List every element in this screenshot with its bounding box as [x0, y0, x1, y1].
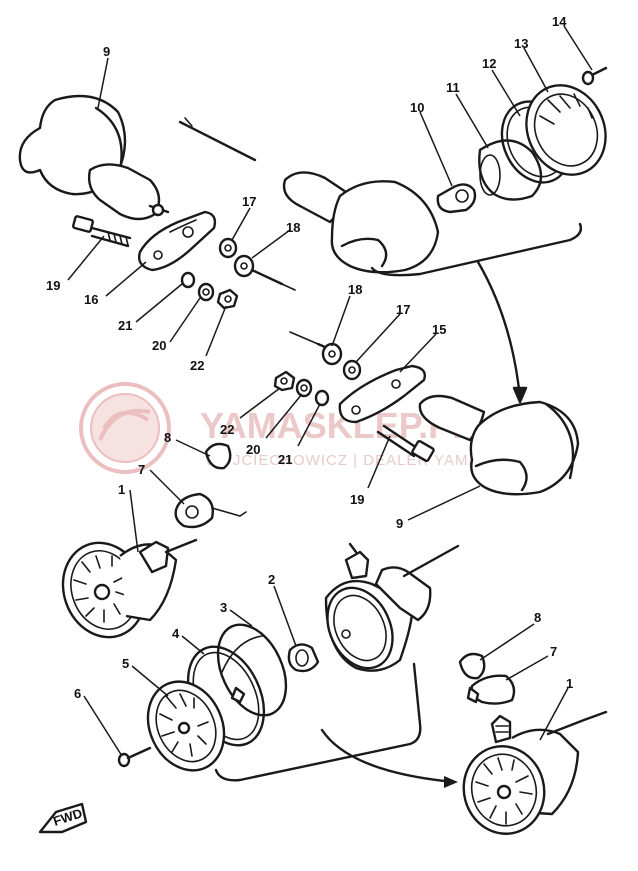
assembly-arrow-lower	[320, 728, 456, 784]
callout-19-upper: 19	[46, 278, 60, 293]
turn-signal-body-upper-right	[178, 117, 440, 274]
housing-lower-middle	[324, 542, 460, 672]
screw-14	[581, 66, 608, 86]
leader-lines	[67, 25, 593, 757]
bolt-19-middle	[376, 424, 435, 463]
callout-8-upper: 8	[164, 430, 171, 445]
callout-labels: 9 19 16 21 20 22 17 18 10 11 12 13 14 18…	[46, 14, 573, 701]
callout-12: 12	[482, 56, 496, 71]
stay-bracket-15	[338, 364, 426, 424]
assembly-bracket-upper	[370, 222, 583, 277]
arrowhead-upper	[512, 386, 528, 404]
washer-set-upper-left	[180, 271, 239, 310]
callout-20-middle: 20	[246, 442, 260, 457]
callout-9-upper-left: 9	[103, 44, 110, 59]
bulb-cap-8-upper	[204, 442, 232, 470]
callout-21-upper: 21	[118, 318, 132, 333]
callout-13: 13	[514, 36, 528, 51]
callout-18-upper: 18	[286, 220, 300, 235]
reflector-11	[478, 139, 543, 201]
washer-17-18-upper	[218, 237, 296, 291]
callout-6: 6	[74, 686, 81, 701]
turn-signal-body-upper-left	[18, 94, 170, 221]
callout-4: 4	[172, 626, 180, 641]
callout-17-upper: 17	[242, 194, 256, 209]
fwd-direction-marker: FWD	[38, 802, 88, 834]
callout-8-lower: 8	[534, 610, 541, 625]
callout-22-middle: 22	[220, 422, 234, 437]
callout-15: 15	[432, 322, 446, 337]
assembly-arrow-upper	[476, 260, 522, 400]
bolt-19-upper	[72, 215, 132, 248]
callout-2: 2	[268, 572, 275, 587]
reflector-3	[216, 623, 288, 717]
screw-6	[117, 746, 152, 768]
bulb-cap-8-lower	[458, 652, 486, 680]
washer-set-middle	[273, 370, 330, 407]
washer-17-18-middle	[289, 331, 362, 381]
bulb-10	[436, 183, 477, 214]
turn-signal-body-middle-right	[418, 394, 580, 496]
callout-21-middle: 21	[278, 452, 292, 467]
callout-7-lower: 7	[550, 644, 557, 659]
callout-14: 14	[552, 14, 567, 29]
watermark-logo-icon	[79, 382, 171, 474]
callout-22-upper: 22	[190, 358, 204, 373]
bulb-2	[287, 643, 320, 673]
callout-20-upper: 20	[152, 338, 166, 353]
callout-18-middle: 18	[348, 282, 362, 297]
assembly-bracket-lower	[214, 662, 422, 782]
turn-signal-1-lower	[462, 710, 608, 835]
callout-17-middle: 17	[396, 302, 410, 317]
grommet-7-upper	[174, 492, 247, 529]
callout-9-middle: 9	[396, 516, 403, 531]
callout-19-middle: 19	[350, 492, 364, 507]
grommet-7-lower	[466, 674, 516, 705]
callout-5: 5	[122, 656, 129, 671]
arrowhead-lower	[444, 776, 458, 788]
callout-3: 3	[220, 600, 227, 615]
lens-5	[146, 680, 226, 772]
callout-10: 10	[410, 100, 424, 115]
callout-1-lower: 1	[566, 676, 573, 691]
callout-11: 11	[446, 80, 460, 95]
stay-bracket-16	[138, 210, 217, 272]
callout-7-upper: 7	[138, 462, 145, 477]
turn-signal-1-upper	[61, 538, 198, 639]
callout-16: 16	[84, 292, 98, 307]
callout-1-upper: 1	[118, 482, 125, 497]
